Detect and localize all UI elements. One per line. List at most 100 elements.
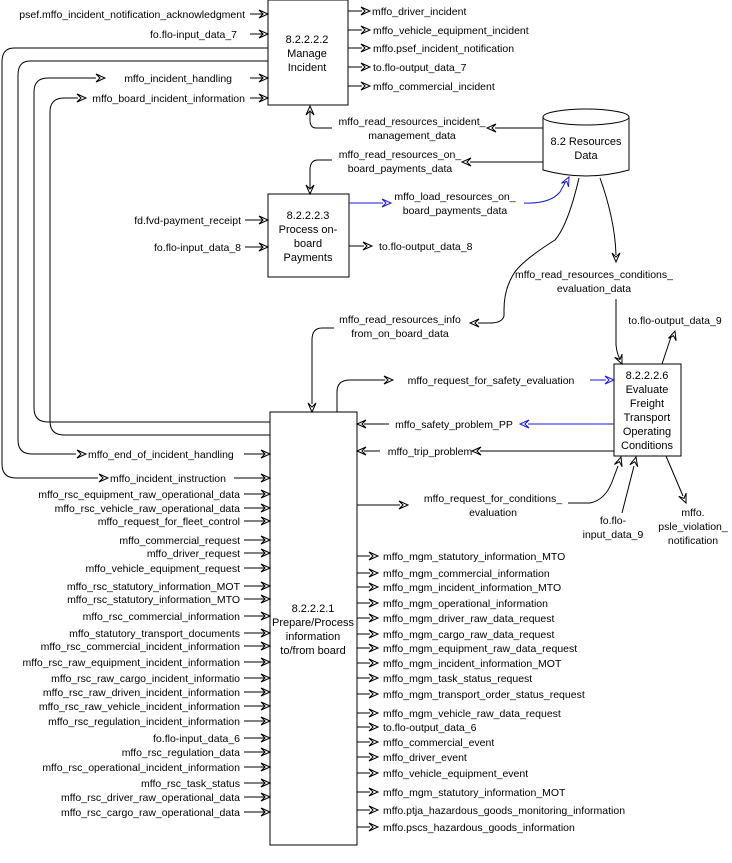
flow-read-onboard-payments[interactable]: mffo_read_resources_on_ board_payments_d… <box>309 149 543 188</box>
arrowhead-icon <box>518 419 530 429</box>
manage-incident-input-flow[interactable]: fo.flo-input_data_7 <box>150 29 270 41</box>
prepare-input-flow[interactable]: mffo_vehicle_equipment_request <box>86 563 272 575</box>
flow-input-data-9[interactable]: fo.flo- input_data_9 <box>583 465 644 541</box>
flow-label: mffo_mgm_task_status_request <box>383 673 532 685</box>
flow-label: to.flo-output_data_7 <box>373 62 467 74</box>
prepare-input-flow[interactable]: mffo_request_for_fleet_control <box>98 516 272 528</box>
prepare-input-flow[interactable]: mffo_rsc_equipment_raw_operational_data <box>38 489 272 501</box>
prepare-output-flow[interactable]: mffo_mgm_incident_information_MOT <box>357 658 562 670</box>
flow-label: mffo_read_resources_conditions_ <box>515 269 673 281</box>
flow-psle-violation-notification[interactable]: mffo. psle_violation_ notification <box>658 455 728 547</box>
prepare-input-flow[interactable]: mffo_rsc_statutory_information_MOT <box>67 581 272 593</box>
flow-label: to.flo-output_data_8 <box>379 241 473 253</box>
prepare-input-flow[interactable]: mffo_rsc_cargo_raw_operational_data <box>61 807 272 819</box>
arrowhead-icon <box>368 805 380 815</box>
prepare-input-flow[interactable]: mffo_driver_request <box>147 548 272 560</box>
flow-safety-problem[interactable]: mffo_safety_problem_PP <box>364 419 614 431</box>
prepare-input-flow[interactable]: mffo_rsc_regulation_incident_information <box>48 716 272 728</box>
arrowhead-icon <box>260 733 272 743</box>
data-store-resources[interactable]: 8.2 Resources Data <box>542 108 630 177</box>
prepare-input-flow[interactable]: mffo_rsc_raw_equipment_incident_informat… <box>22 657 272 669</box>
flow-read-info-onboard[interactable]: mffo_read_resources_info from_on_board_d… <box>311 177 580 404</box>
prepare-output-flow[interactable]: mffo_vehicle_equipment_event <box>357 768 528 780</box>
manage-incident-output-flow[interactable]: to.flo-output_data_7 <box>348 62 467 74</box>
prepare-input-flow[interactable]: mffo_rsc_operational_incident_informatio… <box>42 762 272 774</box>
flow-load-onboard-payments[interactable]: mffo_load_resources_on_ board_payments_d… <box>349 180 567 217</box>
prepare-output-flow[interactable]: to.flo-output_data_6 <box>357 722 477 734</box>
store-label-line: Data <box>574 150 598 162</box>
prepare-input-flow[interactable]: mffo_commercial_request <box>119 535 272 547</box>
prepare-output-flow[interactable]: mffo_mgm_vehicle_raw_data_request <box>357 708 561 720</box>
manage-incident-output-flow[interactable]: mffo_driver_incident <box>348 6 466 18</box>
flow-trip-problem[interactable]: mffo_trip_problem <box>364 446 614 458</box>
prepare-input-flow[interactable]: mffo_rsc_driver_raw_operational_data <box>61 792 272 804</box>
payments-input-flow[interactable]: fd.fvd-payment_receipt <box>134 215 270 227</box>
payments-input-flow[interactable]: fo.flo-input_data_8 <box>154 242 270 254</box>
flow-label: mffo_rsc_raw_vehicle_incident_informatio… <box>39 701 240 713</box>
prepare-input-flow[interactable]: mffo_statutory_transport_documents <box>69 628 272 640</box>
flow-output-data-9[interactable]: to.flo-output_data_9 <box>628 315 722 365</box>
prepare-input-flow[interactable]: mffo_incident_instruction <box>98 473 272 485</box>
flow-label: mffo_mgm_incident_information_MOT <box>383 658 562 670</box>
flow-request-conditions-evaluation[interactable]: mffo_request_for_conditions_ evaluation <box>357 465 619 519</box>
manage-incident-output-flow[interactable]: mffo.psef_incident_notification <box>348 43 514 55</box>
payments-output-flow[interactable]: to.flo-output_data_8 <box>349 241 473 253</box>
prepare-output-flow[interactable]: mffo_driver_event <box>357 752 467 764</box>
arrowhead-icon <box>368 737 380 747</box>
manage-incident-output-flow[interactable]: mffo_vehicle_equipment_incident <box>348 25 529 37</box>
flow-label: mffo_read_resources_info <box>339 314 461 326</box>
prepare-output-flow[interactable]: mffo_mgm_task_status_request <box>357 673 532 685</box>
flow-label: mffo_statutory_transport_documents <box>69 628 240 640</box>
store-label-line: 8.2 Resources <box>551 136 622 148</box>
prepare-input-flow[interactable]: mffo_rsc_raw_vehicle_incident_informatio… <box>39 701 272 713</box>
prepare-input-flow[interactable]: mffo_rsc_regulation_data <box>122 747 272 759</box>
flow-label: mffo_mgm_commercial_information <box>383 568 550 580</box>
prepare-output-flow[interactable]: mffo_mgm_cargo_raw_data_request <box>357 629 554 641</box>
arrowhead-icon <box>258 215 270 225</box>
arrowhead-icon <box>485 123 497 133</box>
process-onboard-payments[interactable]: 8.2.2.2.3 Process on- board Payments <box>267 193 350 278</box>
prepare-output-flow[interactable]: mffo_mgm_incident_information_MTO <box>357 582 561 594</box>
manage-incident-input-flow[interactable]: psef.mffo_incident_notification_acknowle… <box>19 9 270 21</box>
arrowhead-icon <box>98 473 110 483</box>
prepare-output-flow[interactable]: mffo_commercial_event <box>357 737 494 749</box>
prepare-input-flow[interactable]: mffo_rsc_statutory_information_MTO <box>67 594 272 606</box>
prepare-output-flow[interactable]: mffo_mgm_driver_raw_data_request <box>357 613 554 625</box>
prepare-output-flow[interactable]: mffo.ptja_hazardous_goods_monitoring_inf… <box>357 805 625 817</box>
arrowhead-icon <box>629 455 639 467</box>
prepare-output-flow[interactable]: mffo_mgm_equipment_raw_data_request <box>357 643 577 655</box>
flow-read-incident-management[interactable]: mffo_read_resources_incident_ management… <box>309 112 543 142</box>
prepare-output-flow[interactable]: mffo_mgm_statutory_information_MTO <box>357 551 565 563</box>
prepare-input-flow[interactable]: mffo_rsc_task_status <box>141 778 272 790</box>
flow-label: mffo_commercial_request <box>119 535 240 547</box>
prepare-output-flow[interactable]: mffo_mgm_operational_information <box>357 598 548 610</box>
prepare-input-flow[interactable]: mffo_rsc_commercial_information <box>83 611 272 623</box>
flow-read-conditions-evaluation[interactable]: mffo_read_resources_conditions_ evaluati… <box>515 177 673 363</box>
flow-label: mffo_safety_problem_PP <box>395 419 513 431</box>
prepare-output-flow[interactable]: mffo_mgm_commercial_information <box>357 568 550 580</box>
process-prepare-information[interactable]: 8.2.2.2.1 Prepare/Process information to… <box>269 411 358 846</box>
arrowhead-icon <box>305 184 315 196</box>
flow-label: to.flo-output_data_9 <box>628 315 722 327</box>
flow-label: mffo_board_incident_information <box>92 93 245 105</box>
manage-incident-input-flow[interactable]: mffo_incident_handling <box>124 73 270 85</box>
prepare-input-flow[interactable]: fo.flo-input_data_6 <box>153 733 272 745</box>
prepare-input-flow[interactable]: mffo_rsc_raw_cargo_incident_informatio <box>51 673 272 685</box>
manage-incident-output-flow[interactable]: mffo_commercial_incident <box>348 81 495 93</box>
prepare-output-flow[interactable]: mffo.pscs_hazardous_goods_information <box>357 822 575 834</box>
manage-incident-input-flow[interactable]: mffo_board_incident_information <box>92 93 270 105</box>
prepare-output-flow[interactable]: mffo_mgm_statutory_information_MOT <box>357 787 566 799</box>
prepare-input-flow[interactable]: mffo_rsc_raw_driven_incident_information <box>43 687 272 699</box>
flow-label: mffo_mgm_operational_information <box>383 598 548 610</box>
prepare-input-flow[interactable]: mffo_end_of_incident_handling <box>76 449 272 461</box>
arrowhead-icon <box>360 6 372 16</box>
process-manage-incident[interactable]: 8.2.2.2.2 Manage Incident <box>267 0 349 106</box>
prepare-input-flow[interactable]: mffo_rsc_vehicle_raw_operational_data <box>55 503 272 515</box>
arrowhead-icon <box>614 353 623 366</box>
process-evaluate-conditions[interactable]: 8.2.2.2.6 Evaluate Freight Transport Ope… <box>613 363 682 457</box>
arrowhead-icon <box>260 563 272 573</box>
process-label-line: 8.2.2.2.2 <box>286 34 329 46</box>
prepare-output-flow[interactable]: mffo_mgm_transport_order_status_request <box>357 689 585 701</box>
prepare-input-flow[interactable]: mffo_rsc_commercial_incident_information <box>41 641 272 653</box>
flow-request-safety-evaluation[interactable]: mffo_request_for_safety_evaluation <box>336 375 606 412</box>
